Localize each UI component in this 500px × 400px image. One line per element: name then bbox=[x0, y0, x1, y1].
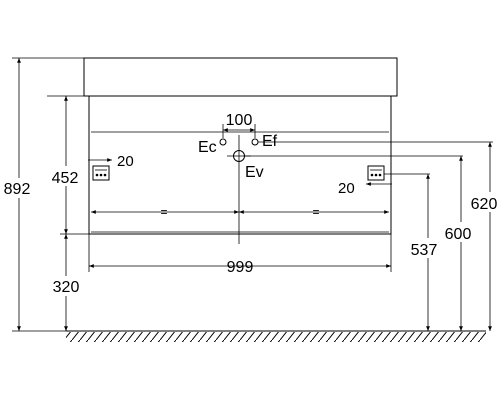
drawer-height-label: 452 bbox=[52, 170, 79, 187]
height-620-label: 620 bbox=[471, 196, 498, 213]
connection-ec-icon bbox=[219, 138, 227, 146]
dim-drawer-height bbox=[47, 95, 89, 235]
height-600-label: 600 bbox=[445, 226, 472, 243]
bottom-height-label: 320 bbox=[53, 279, 80, 296]
connection-ef-icon bbox=[251, 138, 259, 146]
equal-left-label: = bbox=[160, 205, 167, 219]
dim-outlet-spacing bbox=[222, 124, 256, 138]
height-537-label: 537 bbox=[411, 242, 438, 259]
ef-label: Ef bbox=[262, 133, 278, 150]
ec-label: Ec bbox=[198, 139, 217, 156]
dim-width bbox=[88, 234, 392, 272]
total-height-label: 892 bbox=[4, 181, 31, 198]
width-label: 999 bbox=[227, 259, 254, 276]
floor bbox=[66, 330, 486, 342]
bracket-offset-left-label: 20 bbox=[117, 153, 134, 170]
outlet-spacing-label: 100 bbox=[226, 112, 253, 129]
ev-label: Ev bbox=[245, 164, 264, 181]
countertop bbox=[83, 57, 398, 97]
wall-bracket-right bbox=[367, 165, 385, 181]
vanity-cabinet bbox=[88, 95, 392, 235]
equal-right-label: = bbox=[312, 205, 319, 219]
wall-bracket-left bbox=[92, 165, 110, 181]
bracket-offset-right-label: 20 bbox=[338, 180, 355, 197]
